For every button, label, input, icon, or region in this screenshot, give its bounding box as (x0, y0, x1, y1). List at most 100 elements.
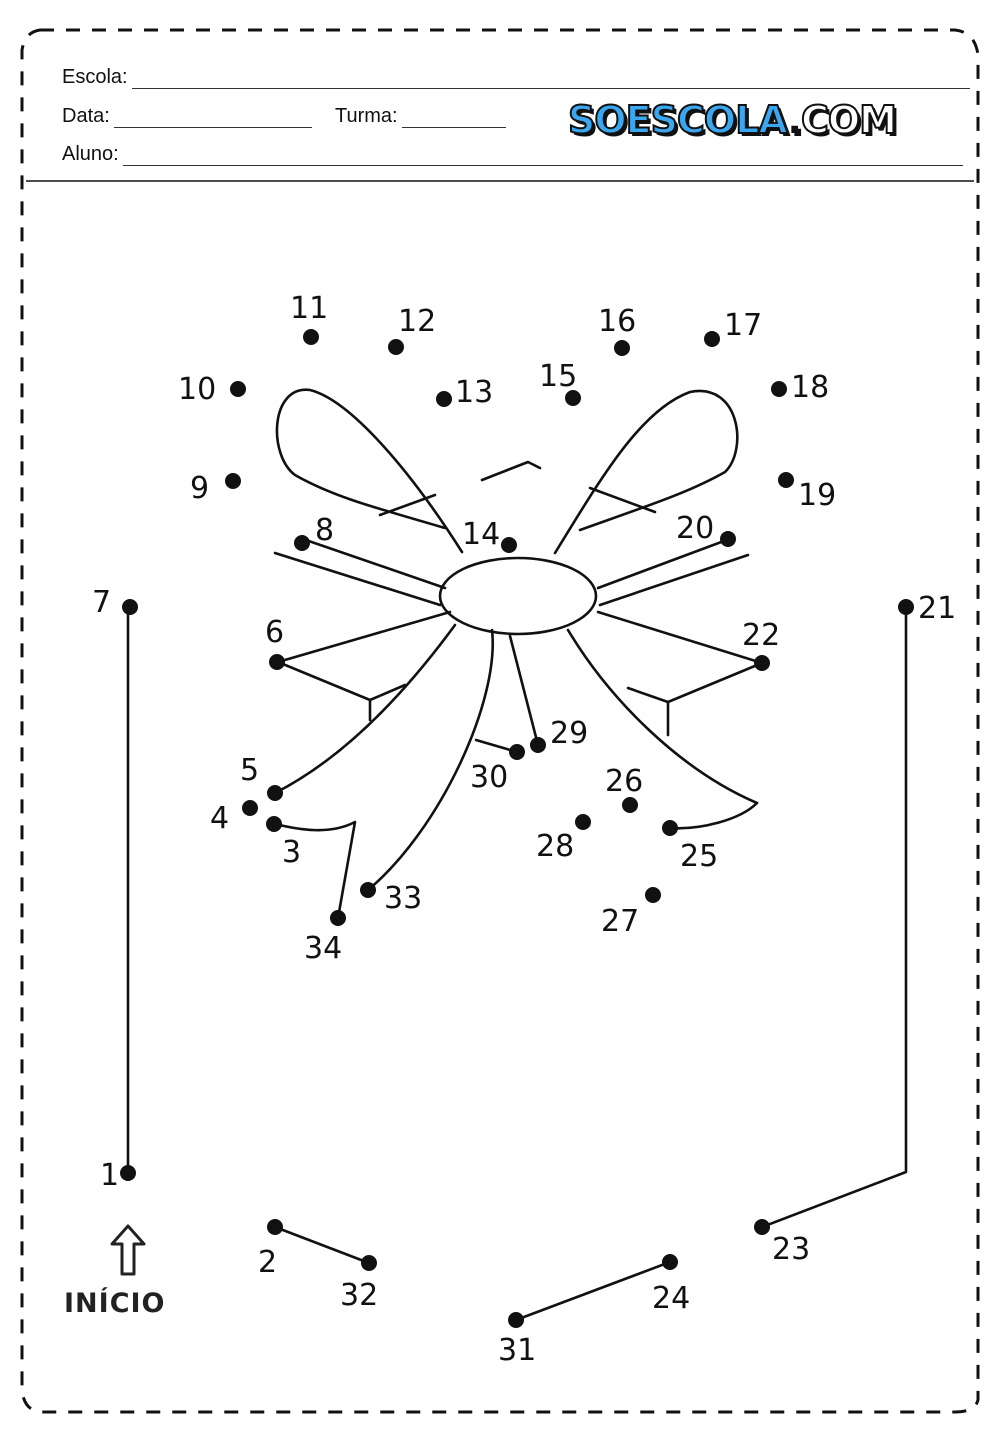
dot-number-label: 24 (652, 1281, 690, 1316)
dot-number-label: 26 (605, 764, 643, 799)
dot-number-label: 20 (676, 511, 714, 546)
dot-marker (242, 800, 258, 816)
student-field: Aluno: (62, 143, 963, 166)
school-field: Escola: (62, 66, 970, 89)
arrow-up-icon (110, 1224, 146, 1276)
dot-marker (662, 1254, 678, 1270)
dot-number-label: 5 (240, 753, 259, 788)
dot-marker (360, 882, 376, 898)
date-input-line[interactable] (113, 109, 312, 128)
dot-8: 8 (294, 513, 334, 551)
dot-marker (269, 654, 285, 670)
date-label: Data: (62, 105, 110, 127)
dot-3: 3 (266, 816, 301, 870)
dot-marker (614, 340, 630, 356)
dot-number-label: 21 (918, 591, 956, 626)
dot-12: 12 (388, 304, 436, 355)
start-label: INÍCIO (64, 1288, 166, 1319)
dot-34: 34 (304, 910, 346, 966)
dot-22: 22 (742, 618, 780, 671)
dot-number-label: 32 (340, 1278, 378, 1313)
dot-number-label: 16 (598, 304, 636, 339)
dot-marker (645, 887, 661, 903)
date-field: Data: (62, 105, 312, 128)
dot-number-label: 6 (265, 615, 284, 650)
dot-26: 26 (605, 764, 643, 813)
dot-number-label: 1 (100, 1158, 119, 1193)
school-input-line[interactable] (131, 70, 970, 89)
dot-17: 17 (704, 308, 762, 347)
dot-number-label: 33 (384, 881, 422, 916)
dot-28: 28 (536, 814, 591, 864)
dot-number-label: 11 (290, 291, 328, 326)
dot-marker (361, 1255, 377, 1271)
student-input-line[interactable] (122, 147, 963, 166)
dot-marker (565, 390, 581, 406)
dot-marker (508, 1312, 524, 1328)
dot-number-label: 12 (398, 304, 436, 339)
dot-11: 11 (290, 291, 328, 345)
dot-marker (267, 1219, 283, 1235)
dot-marker (509, 744, 525, 760)
dot-marker (122, 599, 138, 615)
class-input-line[interactable] (401, 109, 506, 128)
logo-dot: . (787, 98, 802, 142)
dot-number-label: 25 (680, 839, 718, 874)
dot-15: 15 (539, 359, 581, 406)
dot-number-label: 22 (742, 618, 780, 653)
dot-19: 19 (778, 472, 836, 513)
dot-marker (771, 381, 787, 397)
dot-33: 33 (360, 881, 422, 916)
dot-marker (267, 785, 283, 801)
dot-marker (330, 910, 346, 926)
dot-29: 29 (530, 716, 588, 753)
dot-number-label: 31 (498, 1333, 536, 1368)
dot-number-label: 23 (772, 1232, 810, 1267)
dot-marker (662, 820, 678, 836)
dot-marker (898, 599, 914, 615)
dot-number-label: 19 (798, 478, 836, 513)
dot-4: 4 (210, 800, 258, 836)
dot-marker (120, 1165, 136, 1181)
dot-marker (530, 737, 546, 753)
dot-marker (622, 797, 638, 813)
dot-32: 32 (340, 1255, 378, 1313)
dot-25: 25 (662, 820, 718, 874)
dot-marker (303, 329, 319, 345)
student-label: Aluno: (62, 143, 119, 165)
dot-number-label: 8 (315, 513, 334, 548)
dot-31: 31 (498, 1312, 536, 1368)
dot-24: 24 (652, 1254, 690, 1316)
school-label: Escola: (62, 66, 128, 88)
dot-marker (754, 655, 770, 671)
dot-27: 27 (601, 887, 661, 939)
dot-marker (388, 339, 404, 355)
logo-main-text: SOESCOLA (567, 97, 790, 143)
dot-23: 23 (754, 1219, 810, 1267)
class-label: Turma: (335, 105, 398, 127)
dot-marker (575, 814, 591, 830)
dot-10: 10 (178, 372, 246, 407)
dot-number-label: 3 (282, 835, 301, 870)
dot-marker (230, 381, 246, 397)
dot-number-label: 30 (470, 760, 508, 795)
dot-marker (754, 1219, 770, 1235)
dot-number-label: 2 (258, 1245, 277, 1280)
bow-outline (126, 388, 908, 1322)
dot-marker (778, 472, 794, 488)
dot-9: 9 (190, 471, 241, 506)
soescola-logo: SOESCOLA.COM (567, 97, 898, 143)
dot-number-label: 17 (724, 308, 762, 343)
dot-number-label: 29 (550, 716, 588, 751)
dot-6: 6 (265, 615, 285, 670)
dot-number-label: 13 (455, 375, 493, 410)
dot-16: 16 (598, 304, 636, 356)
dot-number-label: 7 (92, 585, 111, 620)
dot-marker (704, 331, 720, 347)
dot-5: 5 (240, 753, 283, 801)
dot-marker (436, 391, 452, 407)
dot-21: 21 (898, 591, 956, 626)
